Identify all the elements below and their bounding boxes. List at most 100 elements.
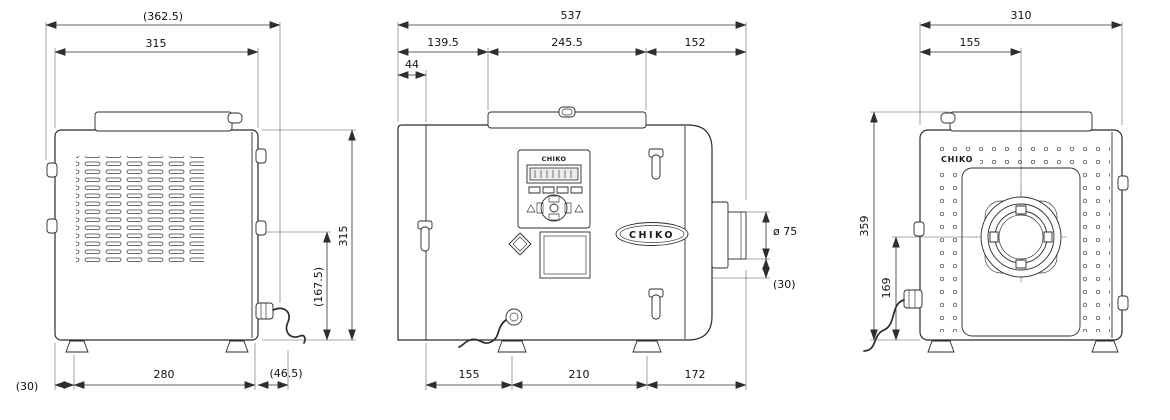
dial-arrow-buttons (536, 195, 572, 221)
knob-outer (558, 106, 576, 118)
dim-label: 44 (405, 58, 419, 71)
diamond-outer (508, 232, 532, 256)
extension-lines (54, 48, 259, 128)
clamp-tab (255, 220, 267, 236)
logo-oval-outer (615, 222, 689, 246)
gland-ridges (260, 303, 267, 319)
logo-text: CHIKO (629, 230, 675, 241)
gland-bore (509, 312, 519, 322)
feet (497, 340, 662, 353)
dim-overall-width: (362.5) (45, 10, 281, 303)
knob-inner (561, 108, 573, 116)
clamp-tab (1117, 175, 1129, 191)
dim-overall-height: 359 (858, 111, 950, 341)
dim-side-cover: 44 (397, 58, 427, 122)
port-flange (711, 201, 729, 269)
clamp-tab (913, 221, 925, 237)
dim-lower-height: (167.5) (266, 231, 331, 341)
feet (65, 340, 249, 353)
gland-body (255, 302, 274, 320)
brand-plate (936, 152, 980, 165)
dim-foot-offset: (30) (16, 343, 75, 393)
dim-label: 245.5 (551, 36, 583, 49)
dim-foot-span: 280 (73, 343, 256, 390)
outlet-port (711, 201, 747, 269)
warning-diamond-icon (508, 232, 532, 256)
dim-label: 280 (154, 368, 175, 381)
dim-label: 359 (858, 216, 871, 237)
dim-label: 155 (960, 36, 981, 49)
dim-label: (30) (773, 278, 796, 291)
dim-top-cap: 245.5 (487, 36, 647, 110)
left-side-view: (362.5) 315 315 (167.5) (30) 280 (16, 10, 356, 393)
brand-label: CHIKO (941, 155, 973, 164)
dim-label: 210 (569, 368, 590, 381)
dim-label: (46.5) (269, 367, 302, 380)
dim-label: (362.5) (143, 10, 183, 23)
left-top-cap (94, 111, 233, 132)
diamond-inner (512, 236, 528, 252)
service-panel-inner (543, 235, 587, 275)
gland-body (903, 289, 923, 309)
dim-label: 155 (459, 368, 480, 381)
latch-lever (420, 226, 430, 252)
dim-body-width: 315 (54, 37, 259, 128)
dim-label: (30) (16, 380, 39, 393)
dim-body-height: 315 (262, 129, 356, 341)
clamp-tab (46, 218, 58, 234)
dim-label: 139.5 (427, 36, 459, 49)
dim-label: 310 (1011, 9, 1032, 22)
power-cable (863, 299, 905, 352)
right-side-view: CHIKO 310 15 (858, 9, 1129, 353)
latch-lever (651, 294, 661, 320)
dial-center-button (549, 203, 559, 213)
side-clamp-tabs (46, 148, 267, 236)
service-panel-outer (539, 231, 591, 279)
dim-port-center-y: 169 (880, 236, 978, 341)
panel-buttons (528, 186, 583, 194)
lcd-digits (534, 170, 572, 178)
cable-gland (255, 302, 306, 344)
extension-lines (45, 22, 281, 303)
dim-port-center-x: 155 (919, 36, 1022, 195)
dim-label: 315 (337, 226, 350, 247)
gland-ridges (908, 290, 916, 308)
extension-lines (262, 129, 356, 341)
cap-clamp-knob (558, 106, 576, 118)
power-cable (272, 307, 306, 344)
dim-port-diameter: ø 75 (746, 211, 797, 260)
dim-label: ø 75 (773, 225, 797, 238)
cap-clamp-knob (227, 112, 243, 124)
dim-label: 315 (146, 37, 167, 50)
warning-triangle-icons (526, 204, 584, 213)
dim-right-section: 152 (645, 36, 747, 56)
port-bore (994, 210, 1048, 264)
dim-label: 169 (880, 278, 893, 299)
port-pipe (727, 211, 747, 260)
clamp-tab (1117, 295, 1129, 311)
front-view: CHIKO CHIKO (397, 9, 797, 390)
dim-label: 172 (685, 368, 706, 381)
clamp-tab (255, 148, 267, 164)
dim-label: (167.5) (312, 267, 325, 307)
toggle-latches (417, 148, 664, 320)
dim-left-section: 139.5 (397, 36, 489, 110)
dim-port-offset: (30) (712, 258, 796, 291)
dim-label: 152 (685, 36, 706, 49)
port-bore-inner (998, 214, 1044, 260)
dim-label: 537 (561, 9, 582, 22)
service-panel (539, 231, 591, 279)
control-panel: CHIKO (517, 149, 591, 229)
dim-foot-right: 172 (646, 270, 747, 390)
power-cable (458, 319, 507, 348)
dim-overall-width: 310 (919, 9, 1123, 125)
ventilation-louvers (76, 156, 204, 264)
latch-lever (651, 154, 661, 180)
dim-gland-offset: (46.5) (257, 350, 303, 390)
feet (927, 340, 1119, 353)
logo-oval-inner (619, 225, 685, 243)
bayonet-lugs (989, 205, 1053, 269)
chiko-logo-badge: CHIKO (615, 222, 689, 246)
extension-lines (919, 22, 1123, 125)
